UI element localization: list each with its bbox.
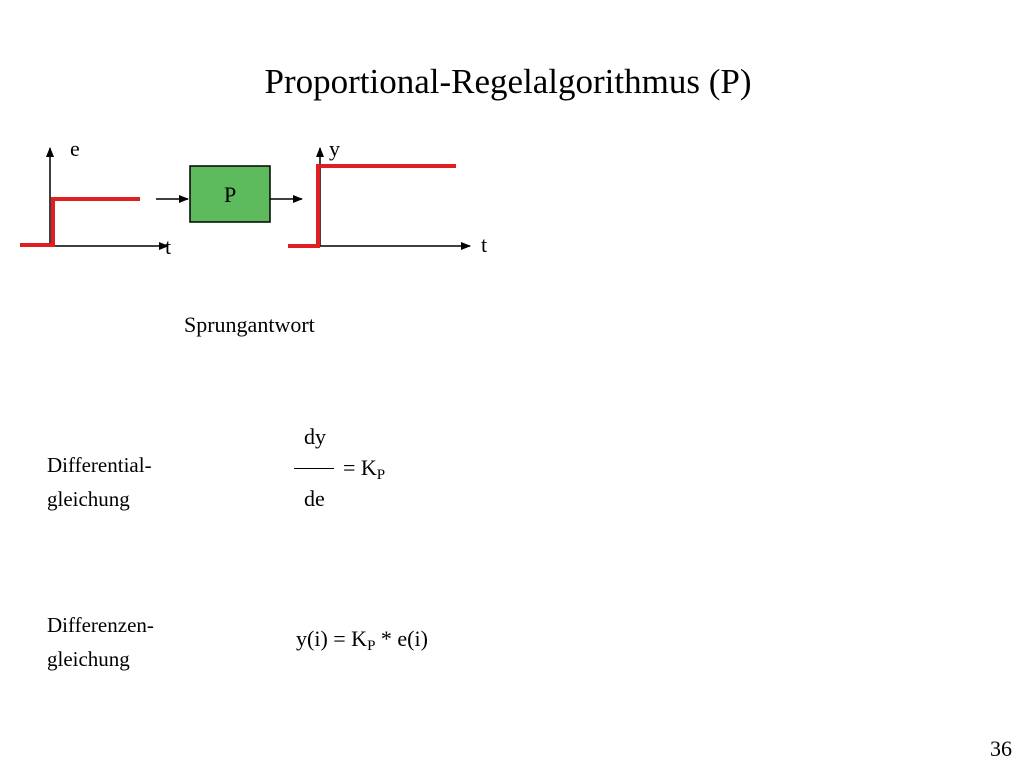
page-number: 36	[990, 736, 1012, 761]
difference-equation: y(i) = KP * e(i)	[296, 626, 428, 655]
difference-lhs: y(i) = K	[296, 626, 368, 651]
differential-rhs-prefix: = K	[343, 455, 377, 480]
difference-label: Differenzen- gleichung	[47, 608, 154, 676]
output-y-label: y	[329, 136, 340, 161]
step-response-caption: Sprungantwort	[184, 312, 315, 337]
p-controller-block	[189, 165, 271, 223]
differential-rhs: = KP	[343, 455, 385, 484]
differential-label: Differential- gleichung	[47, 448, 152, 516]
input-y-label: e	[70, 136, 80, 161]
fraction-numerator: dy	[304, 424, 326, 449]
output-x-label: t	[481, 232, 488, 257]
input-step-signal	[20, 197, 140, 247]
p-block-label: P	[224, 182, 237, 207]
input-x-label: t	[165, 234, 172, 259]
difference-label-line2: gleichung	[47, 647, 130, 671]
difference-rhs: * e(i)	[375, 626, 428, 651]
differential-label-line1: Differential-	[47, 453, 152, 477]
difference-sub: P	[367, 638, 376, 654]
fraction-bar	[294, 468, 334, 469]
differential-label-line2: gleichung	[47, 487, 130, 511]
difference-label-line1: Differenzen-	[47, 613, 154, 637]
differential-rhs-sub: P	[376, 467, 386, 483]
page-title: Proportional-Regelalgorithmus (P)	[264, 62, 752, 101]
fraction-denominator: de	[304, 486, 325, 511]
output-step-signal	[288, 164, 456, 248]
